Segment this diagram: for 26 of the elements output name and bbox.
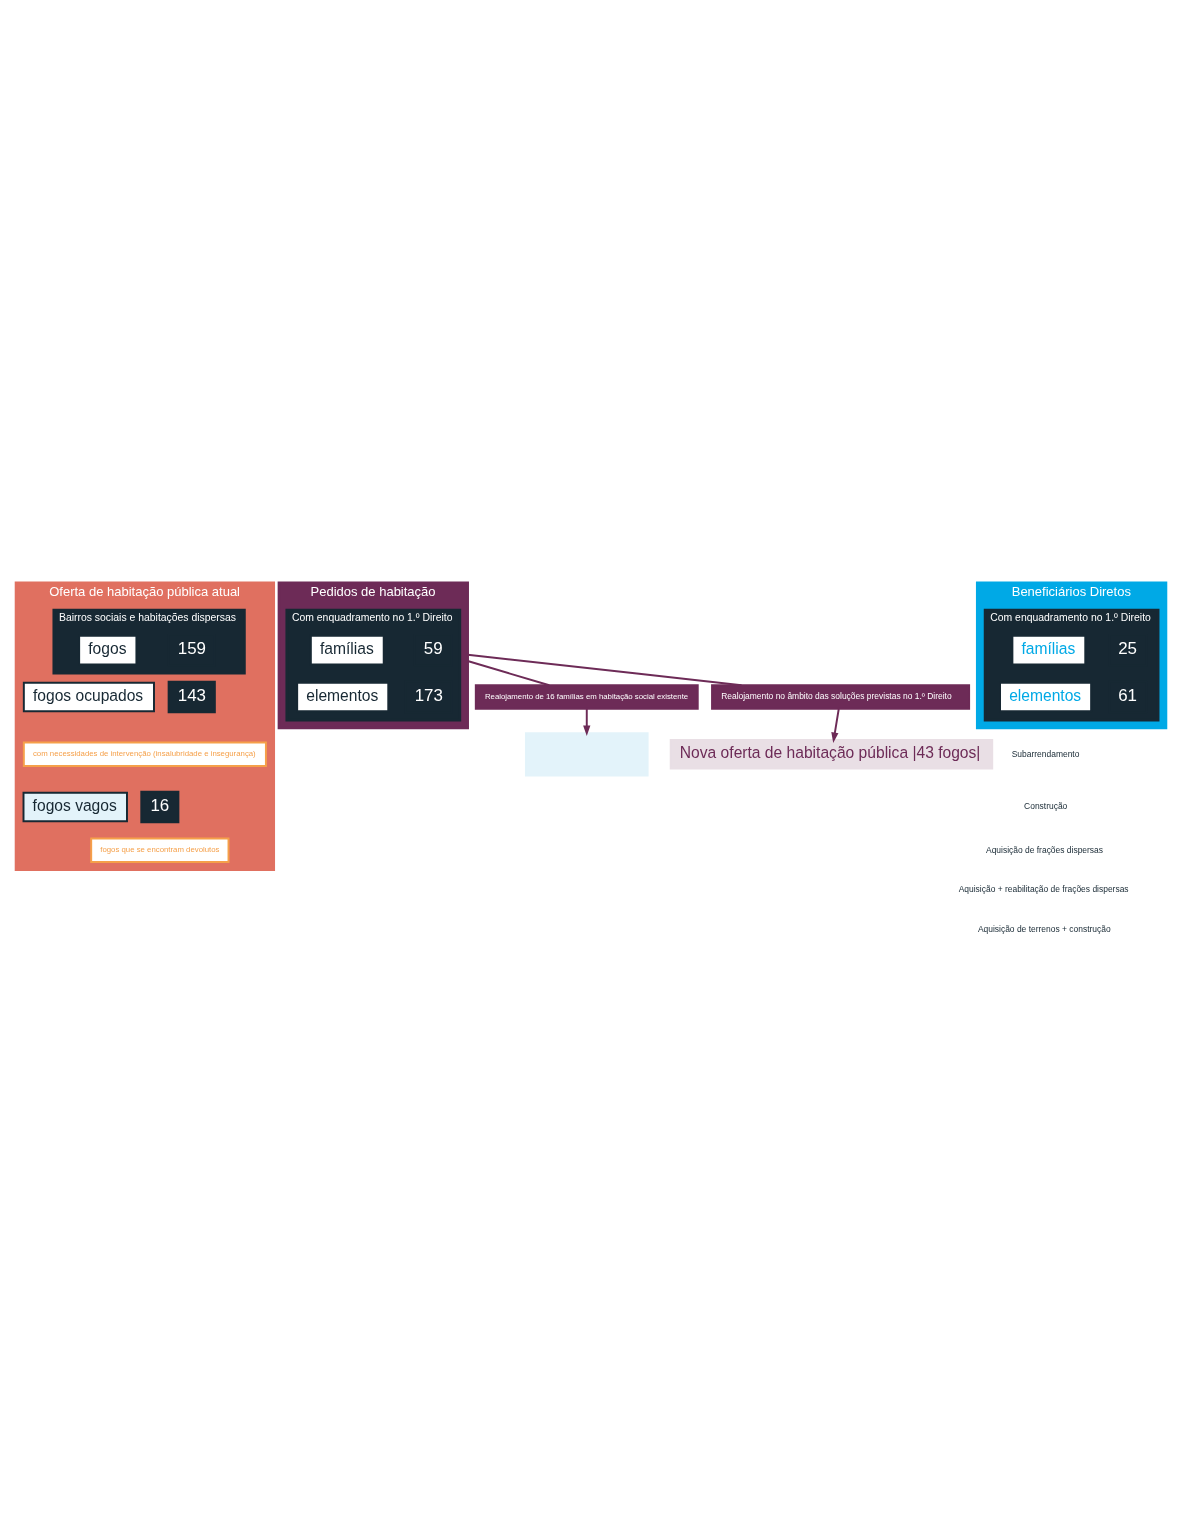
node-box: fogos vagos — [22, 791, 128, 822]
arrow — [583, 707, 591, 736]
label: Aquisição + reabilitação de frações dispersas — [958, 883, 1129, 894]
node-text: 59 — [423, 638, 443, 658]
node-text: 159 — [177, 638, 206, 658]
label: Subarrendamento — [1011, 748, 1080, 759]
node-text: 25 — [1118, 638, 1137, 658]
node-box: famílias — [309, 634, 385, 665]
label: Construção — [1024, 800, 1068, 811]
connector — [466, 659, 551, 686]
node-box: 16 — [140, 790, 180, 823]
node-text: 173 — [414, 685, 443, 705]
node-box: fogos ocupados — [22, 681, 155, 712]
node-box: Nova oferta de habitação pública |43 fogos| — [669, 738, 994, 770]
node-box: elementos — [296, 681, 390, 712]
connector — [466, 653, 743, 686]
arrow — [831, 707, 840, 743]
node-box: 143 — [167, 680, 216, 713]
node-box: Realojamento no âmbito das soluções previstas no 1.º Direito — [711, 683, 971, 710]
node-box: elementos — [999, 681, 1093, 712]
label: Aquisição de frações dispersas — [986, 844, 1104, 854]
node-box: fogos — [78, 634, 138, 665]
label: Aquisição de terrenos + construção — [977, 923, 1111, 934]
node-box — [524, 731, 649, 776]
node-box: famílias — [1011, 634, 1087, 665]
node-text: 61 — [1118, 685, 1137, 705]
